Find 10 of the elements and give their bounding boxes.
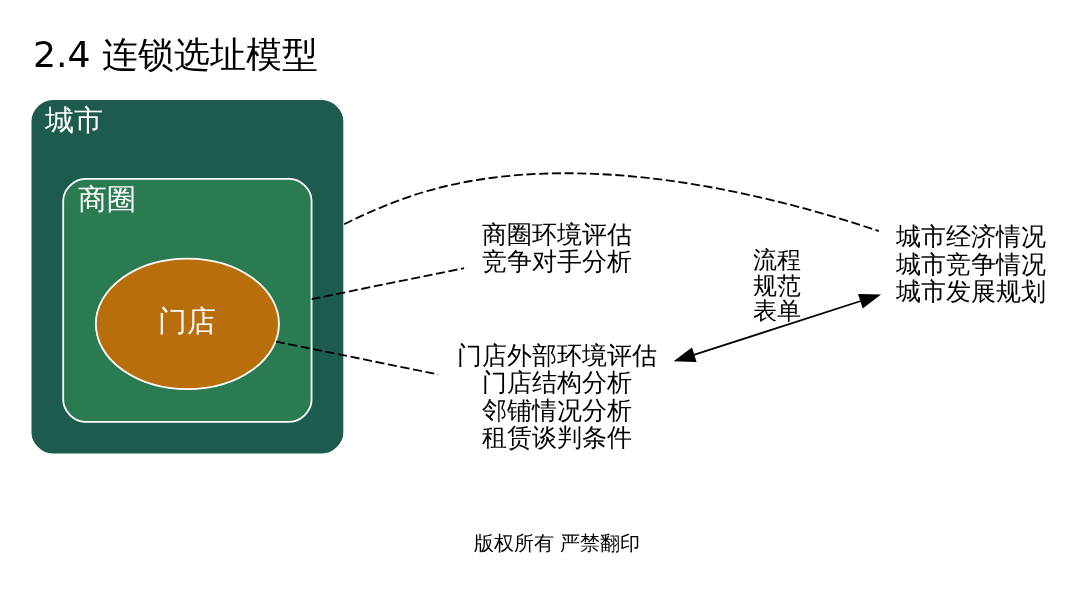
label: 版权所有 严禁翻印 — [474, 531, 641, 556]
arrow — [673, 293, 882, 362]
diagram-title: 2.4 连锁选址模型 — [33, 32, 319, 76]
node-text: 商圈环境评估 竞争对手分析 — [482, 218, 633, 276]
node-text: 城市经济情况 城市竞争情况 城市发展规划 — [896, 221, 1047, 306]
node-text: 门店外部环境评估 门店结构分析 邻铺情况分析 租赁谈判条件 — [457, 340, 658, 452]
connector — [343, 172, 880, 232]
edge-label: 流程规范表单 — [753, 246, 802, 326]
node-ellipse: 门店 — [94, 257, 280, 391]
connector — [310, 267, 466, 300]
